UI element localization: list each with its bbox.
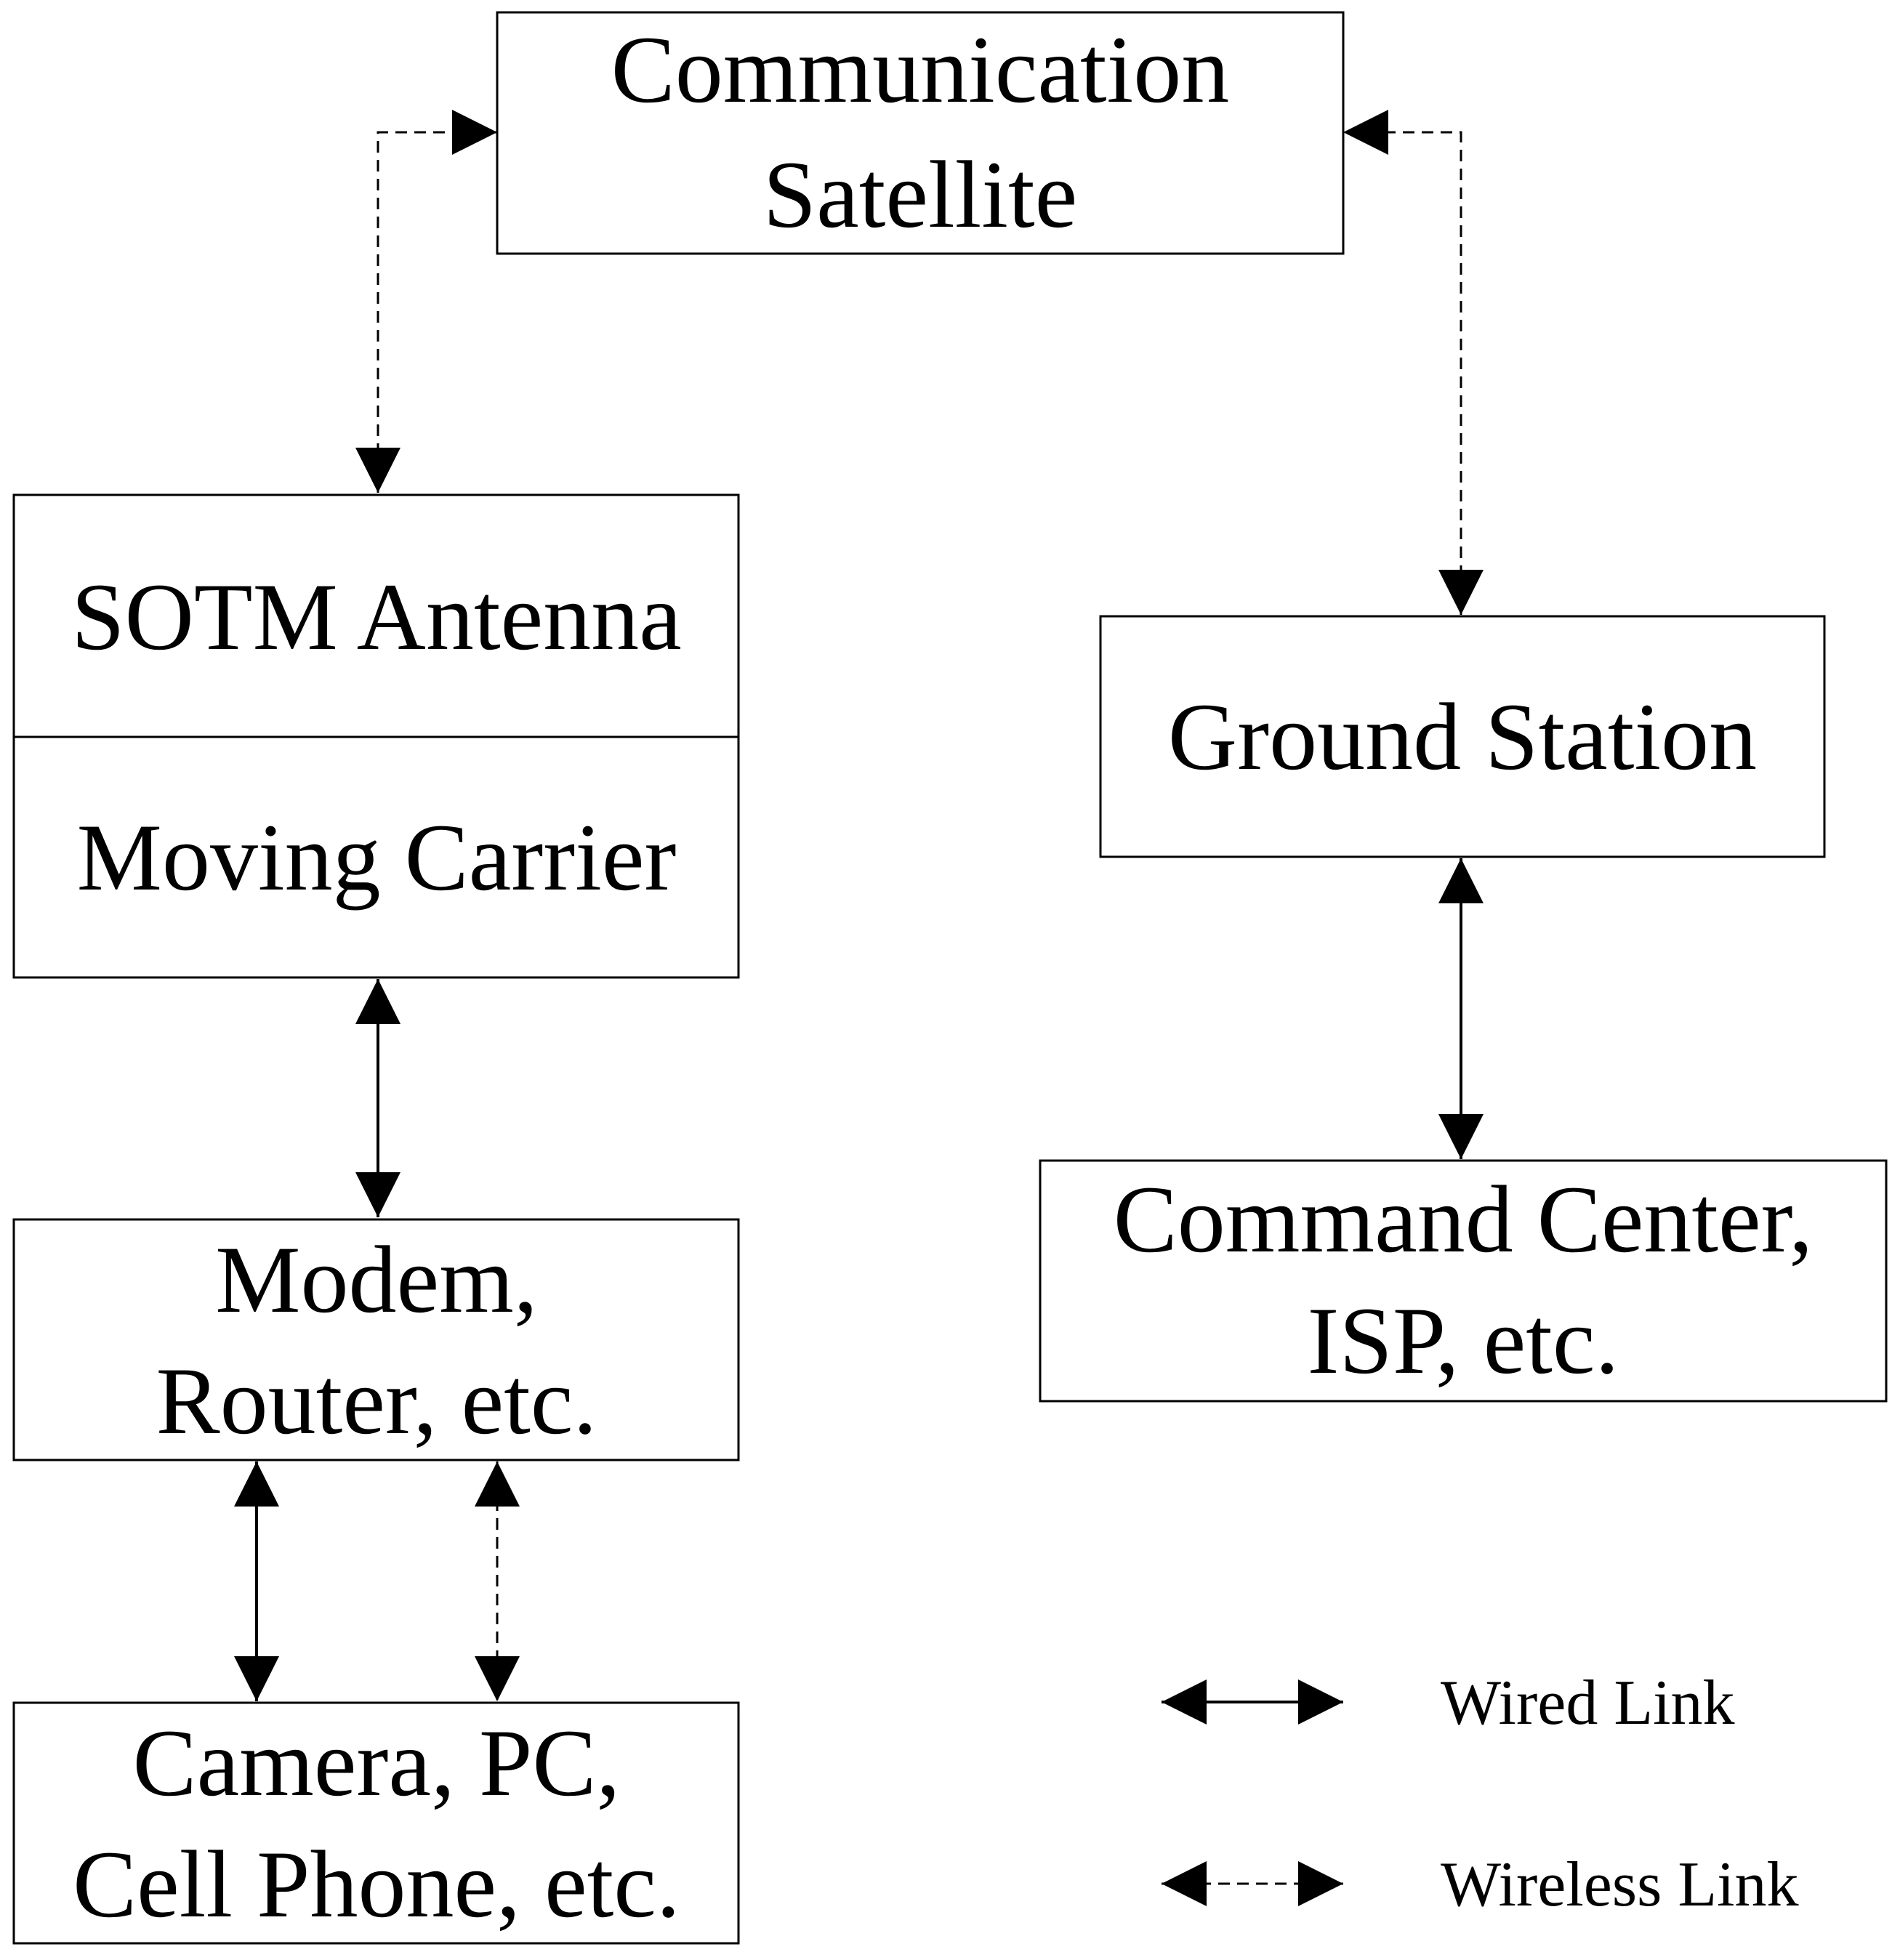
sotm-antenna-box: SOTM Antenna	[12, 493, 740, 738]
wireless-link-antenna-satellite	[355, 110, 497, 493]
camera-pc-line-1: Camera, PC,	[133, 1709, 621, 1816]
camera-pc-box: Camera, PC, Cell Phone, etc.	[12, 1701, 740, 1945]
satellite-box: Communication Satellite	[496, 11, 1345, 255]
ground-station-box: Ground Station	[1099, 615, 1826, 858]
ground-station-label: Ground Station	[1168, 683, 1757, 790]
camera-pc-line-2: Cell Phone, etc.	[73, 1831, 680, 1937]
command-center-line-2: ISP, etc.	[1308, 1287, 1619, 1394]
legend-wireless-label: Wireless Link	[1441, 1850, 1799, 1920]
sotm-antenna-label: SOTM Antenna	[71, 563, 682, 670]
satellite-line-2: Satellite	[763, 141, 1078, 248]
command-center-box: Command Center, ISP, etc.	[1039, 1159, 1888, 1403]
command-center-line-1: Command Center,	[1114, 1166, 1814, 1273]
satellite-line-1: Communication	[611, 16, 1230, 123]
links	[234, 110, 1484, 1701]
modem-router-box: Modem, Router, etc.	[12, 1218, 740, 1461]
wireless-link-ground-satellite	[1343, 110, 1484, 615]
legend: Wired Link Wireless Link	[1162, 1668, 1799, 1920]
modem-router-line-1: Modem,	[215, 1226, 538, 1333]
legend-wired-label: Wired Link	[1441, 1668, 1735, 1738]
moving-carrier-label: Moving Carrier	[77, 804, 677, 911]
modem-router-line-2: Router, etc.	[156, 1347, 597, 1454]
moving-carrier-box: Moving Carrier	[12, 735, 740, 979]
